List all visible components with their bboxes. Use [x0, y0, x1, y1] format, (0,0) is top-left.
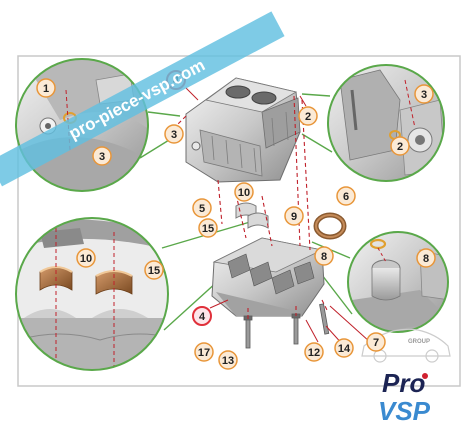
callout-circle: [92, 146, 112, 166]
callout-circle: [336, 186, 356, 206]
callout-c9: 9: [284, 206, 304, 226]
callout-circle: [304, 342, 324, 362]
logo-dot-icon: [422, 373, 428, 379]
logo-badge: GROUP: [408, 339, 430, 345]
callout-c2-right: 2: [390, 136, 410, 156]
callout-circle: [284, 206, 304, 226]
logo-brand-top: Pro: [382, 368, 425, 398]
callout-c7: 7: [366, 332, 386, 352]
callout-label: 14: [338, 343, 351, 355]
callout-label: 8: [321, 251, 327, 263]
engine-block-upper: [185, 77, 301, 183]
callout-label: 12: [308, 347, 320, 359]
callout-circle: [366, 332, 386, 352]
callout-label: 5: [199, 203, 205, 215]
callout-label: 6: [343, 191, 349, 203]
callout-circle: [298, 106, 318, 126]
provsp-logo: Pro VSP GROUP: [378, 339, 431, 426]
callout-c8-right: 8: [416, 248, 436, 268]
logo-brand-bottom: VSP: [378, 396, 431, 426]
callout-c10-left: 10: [76, 248, 96, 268]
callout-c14: 14: [334, 338, 354, 358]
callout-circle: [414, 84, 434, 104]
callout-label: 1: [43, 83, 49, 95]
callout-circle: [334, 338, 354, 358]
callout-circle: [164, 124, 184, 144]
callout-circle: [144, 260, 164, 280]
callout-circle: [192, 306, 212, 326]
callout-label: 2: [305, 111, 311, 123]
callout-c6: 6: [336, 186, 356, 206]
callout-circle: [234, 182, 254, 202]
callout-c17: 17: [194, 342, 214, 362]
callout-label: 9: [291, 211, 297, 223]
callout-label: 15: [202, 223, 214, 235]
callout-label: 4: [199, 311, 206, 323]
callout-circle: [76, 248, 96, 268]
callout-c10-mid: 10: [234, 182, 254, 202]
callout-circle: [36, 78, 56, 98]
callout-circle: [390, 136, 410, 156]
callout-leaders: [185, 87, 371, 347]
callout-label: 7: [373, 337, 379, 349]
callout-label: 10: [80, 253, 92, 265]
callout-c3-mid: 3: [164, 124, 184, 144]
callout-c12: 12: [304, 342, 324, 362]
callout-c8-mid: 8: [314, 246, 334, 266]
callout-c5: 5: [192, 198, 212, 218]
callout-circle: [194, 342, 214, 362]
leader-lines: [175, 95, 329, 322]
callout-layer: 432133210515968810154171312147: [36, 70, 436, 370]
callout-c4-bottom: 4: [192, 306, 212, 326]
callout-label: 3: [421, 89, 427, 101]
callout-circle: [218, 350, 238, 370]
callout-c3-right: 3: [414, 84, 434, 104]
callout-label: 13: [222, 355, 234, 367]
callout-label: 15: [148, 265, 160, 277]
callout-c13: 13: [218, 350, 238, 370]
callout-circle: [198, 218, 218, 238]
callout-c15-mid: 15: [198, 218, 218, 238]
callout-c1-left: 1: [36, 78, 56, 98]
bearing-shells: [235, 202, 269, 229]
callout-c3-left: 3: [92, 146, 112, 166]
callout-circle: [314, 246, 334, 266]
callout-label: 2: [397, 141, 403, 153]
callout-label: 3: [171, 129, 177, 141]
callout-label: 3: [99, 151, 105, 163]
seal-ring: [313, 212, 347, 240]
callout-circle: [416, 248, 436, 268]
callout-label: 17: [198, 347, 210, 359]
callout-label: 8: [423, 253, 429, 265]
callout-c15-left: 15: [144, 260, 164, 280]
callout-label: 10: [238, 187, 250, 199]
callout-circle: [192, 198, 212, 218]
callout-c2-top: 2: [298, 106, 318, 126]
